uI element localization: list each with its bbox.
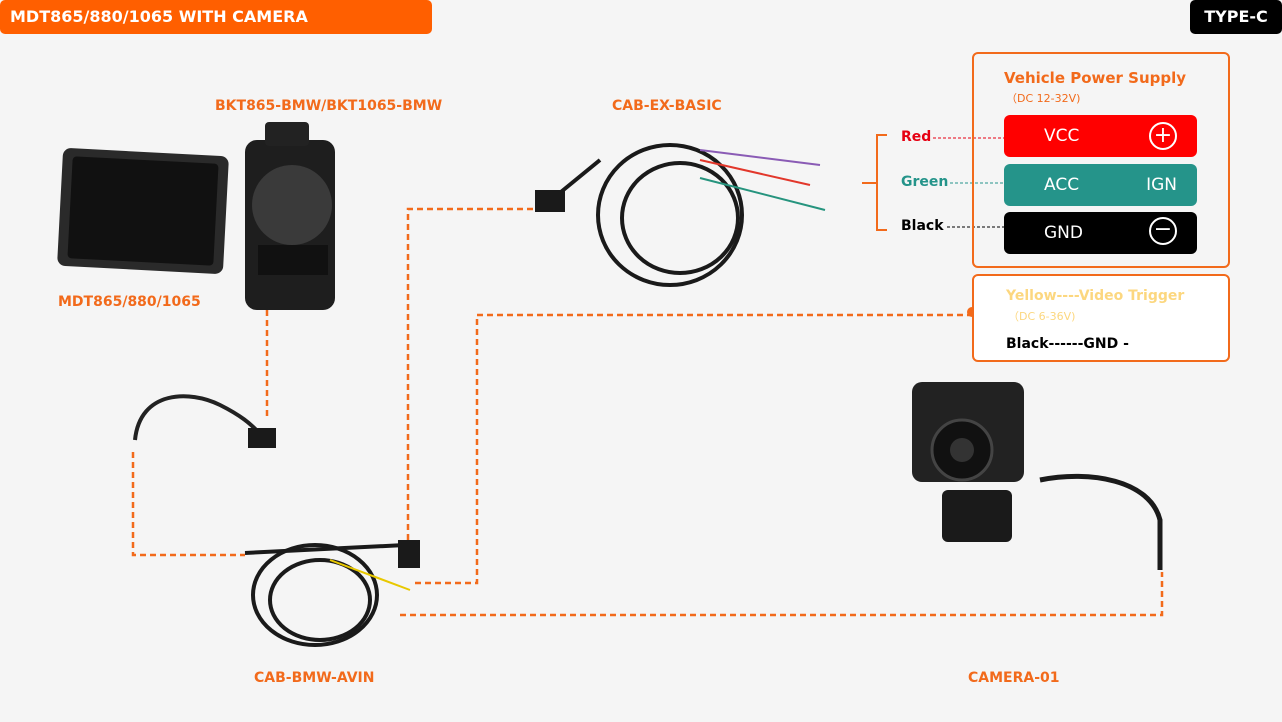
trigger-title: Yellow----Video Trigger [1006, 288, 1185, 304]
power-cable-image [543, 143, 826, 287]
plus-icon: + [1149, 122, 1177, 150]
bracket-image [245, 122, 335, 310]
power-connector [535, 190, 565, 212]
vcc-label: VCC [1044, 126, 1080, 146]
power-supply-panel: Vehicle Power Supply （DC 12-32V) VCC + A… [972, 52, 1230, 268]
power-panel-subtitle: （DC 12-32V) [1006, 92, 1081, 105]
red-wire-label: Red [901, 129, 932, 145]
gnd-label: GND [1044, 223, 1083, 243]
camera-image [912, 382, 1163, 570]
avin-cable-label: CAB-BMW-AVIN [254, 670, 375, 686]
power-panel-title: Vehicle Power Supply [1004, 69, 1187, 87]
camera-label: CAMERA-01 [968, 670, 1060, 686]
trigger-gnd: Black------GND - [1006, 336, 1129, 352]
tablet-label: MDT865/880/1065 [58, 294, 201, 310]
page-title: MDT865/880/1065 WITH CAMERA [10, 7, 308, 26]
acc-label: ACC [1044, 175, 1080, 195]
cable-to-avin-line [131, 452, 245, 557]
bracket-label: BKT865-BMW/BKT1065-BMW [215, 98, 443, 114]
minus-icon: − [1149, 217, 1177, 245]
video-trigger-panel: Yellow----Video Trigger （DC 6-36V) Black… [972, 274, 1230, 362]
avin-to-trigger-line [415, 313, 970, 585]
power-cable-label: CAB-EX-BASIC [612, 98, 722, 114]
ign-label: IGN [1146, 175, 1177, 195]
tablet-image [57, 148, 229, 274]
vcc-row: VCC + [1004, 115, 1197, 157]
acc-row: ACC IGN [1004, 164, 1197, 206]
avin-to-power-line [406, 207, 540, 540]
adapter-cable-image [133, 394, 264, 441]
wire-bracket [862, 134, 887, 231]
type-badge: TYPE-C [1190, 0, 1282, 34]
green-wire-label: Green [901, 174, 949, 190]
avin-to-camera-line [400, 572, 1164, 617]
trigger-subtitle: （DC 6-36V) [1008, 310, 1076, 323]
title-banner: MDT865/880/1065 WITH CAMERA TYPE-C [0, 0, 1282, 34]
avin-cable-image [244, 543, 411, 647]
black-wire-label: Black [901, 218, 944, 234]
gnd-row: GND − [1004, 212, 1197, 254]
